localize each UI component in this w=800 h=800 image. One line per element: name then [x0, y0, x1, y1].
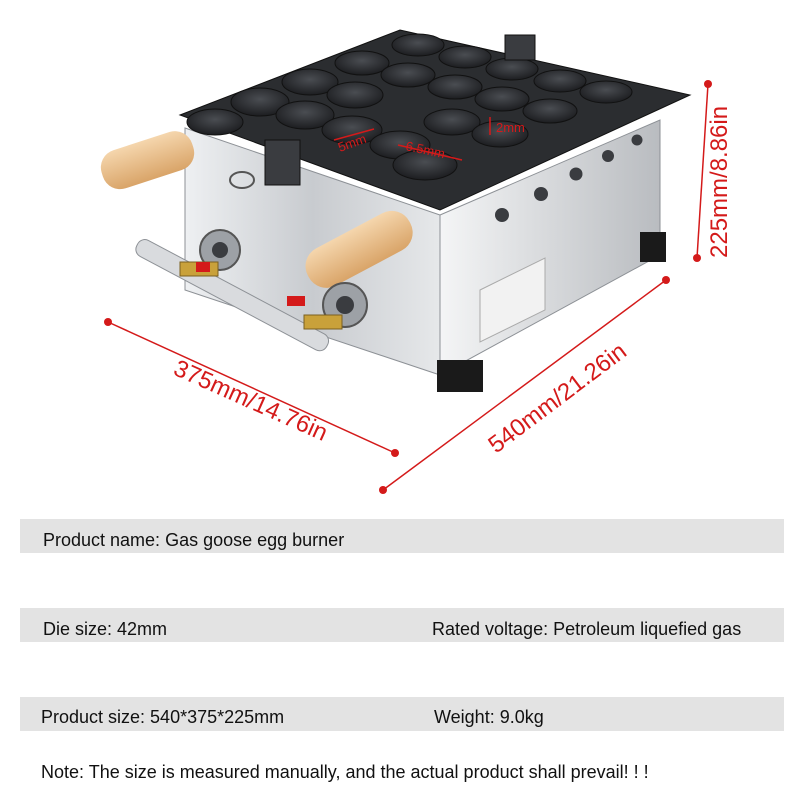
- spec-bar-product-name: [20, 519, 784, 553]
- air-vents: [495, 134, 643, 222]
- logo-mark: [229, 171, 255, 189]
- hinge-left: [264, 139, 301, 186]
- handle-left: [100, 131, 195, 190]
- gas-assembly: [135, 229, 368, 352]
- dimension-lines: [107, 83, 709, 491]
- spec-bar-die-size: [20, 608, 784, 642]
- mold-tray: [178, 29, 692, 211]
- die-size-text: Die size: 42mm: [43, 619, 168, 639]
- product-name-text: Product name: Gas goose egg burner: [43, 530, 345, 550]
- spec-bar-product-size: [20, 697, 784, 731]
- height-dimension-label: 225mm/8.86in: [706, 106, 733, 258]
- product-figure: 375mm/14.76in 540mm/21.26in 225mm/8.86in…: [100, 29, 733, 494]
- product-size-text: Product size: 540*375*225mm: [41, 707, 285, 727]
- weight-text: Weight: 9.0kg: [434, 707, 544, 727]
- spec-sticker: [479, 257, 546, 343]
- hinge-right: [504, 34, 536, 61]
- dimension-endpoints: [104, 80, 712, 494]
- foot-back: [640, 232, 666, 262]
- mold-depth-label: 2mm: [496, 120, 525, 135]
- rated-voltage-text: Rated voltage: Petroleum liquefied gas: [432, 619, 742, 639]
- width-dimension-label: 375mm/14.76in: [170, 355, 332, 447]
- note-text: Note: The size is measured manually, and…: [41, 762, 649, 782]
- foot-front: [437, 360, 483, 392]
- egg-cavities: [186, 33, 633, 181]
- handle-right: [305, 210, 413, 288]
